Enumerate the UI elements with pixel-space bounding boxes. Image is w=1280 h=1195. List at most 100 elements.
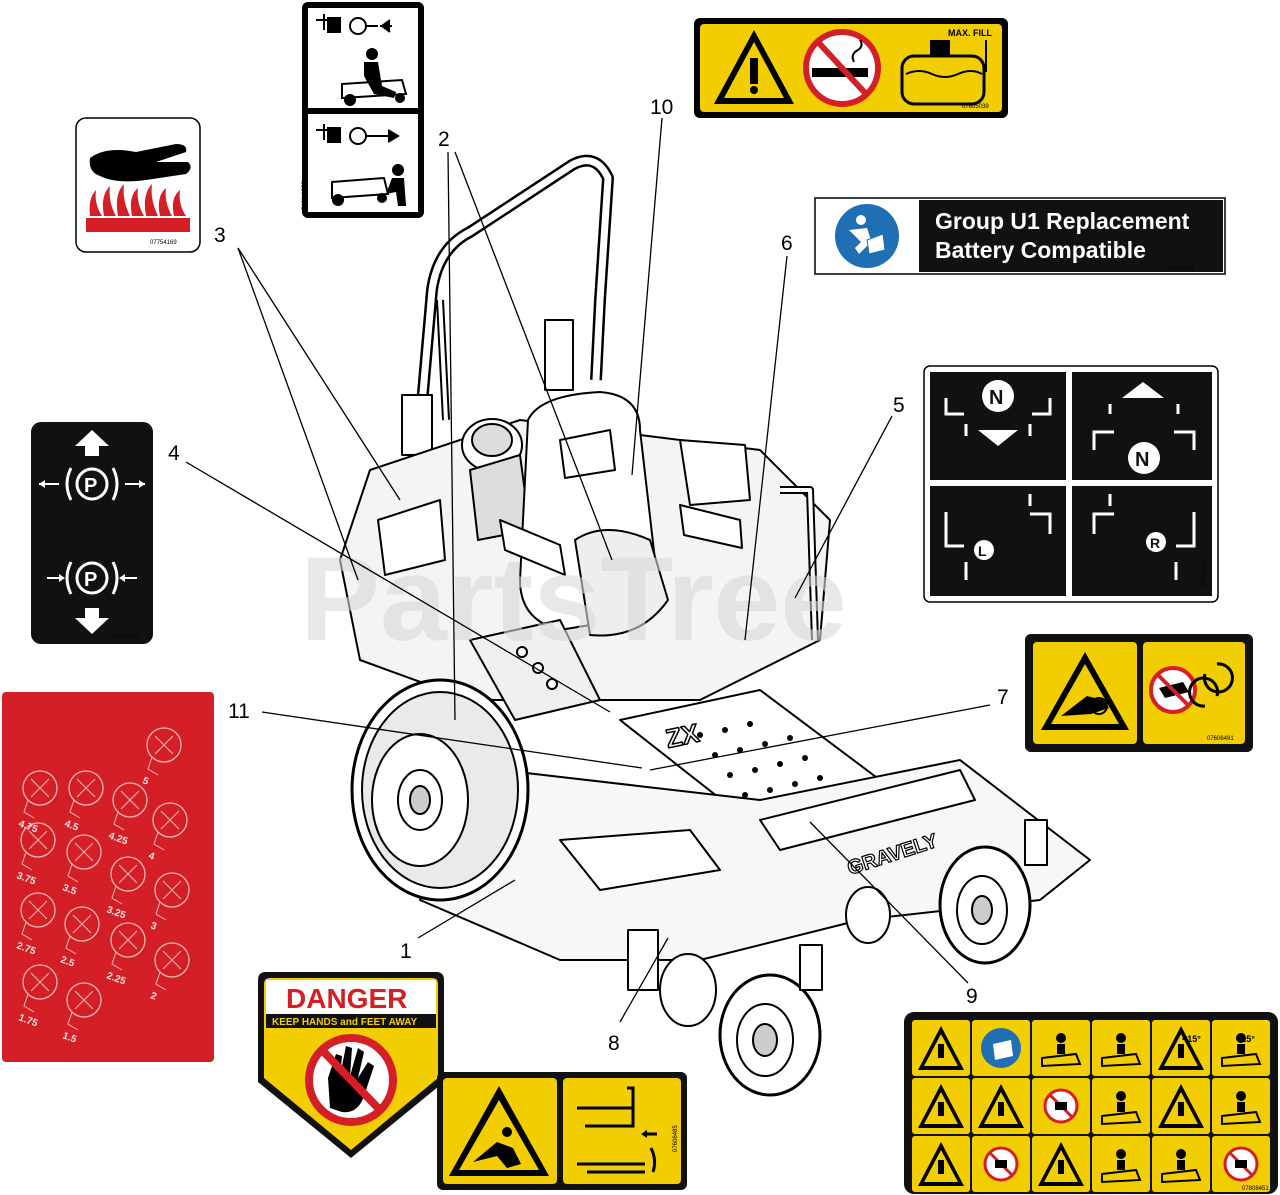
no-passenger-icon: [972, 1136, 1030, 1192]
slope-warning-icon: [1152, 1020, 1210, 1076]
height-circle: [110, 922, 146, 958]
callout-8: 8: [608, 1032, 620, 1055]
callout-3: 3: [214, 224, 226, 247]
height-leader: [153, 831, 165, 851]
cross-mark: [162, 950, 182, 970]
cross-mark: [28, 900, 48, 920]
callout-11: 11: [228, 700, 250, 723]
warning-icon: [912, 1020, 970, 1076]
safety-icon-grid: [912, 1020, 1270, 1192]
cross-mark: [162, 880, 182, 900]
foot-injury-icon: [1092, 1078, 1150, 1134]
no-fire-icon: [1212, 1136, 1270, 1192]
svg-text:P: P: [84, 569, 97, 591]
reverse-arrow-icon: [978, 430, 1018, 446]
thrown-object-icon: [972, 1078, 1030, 1134]
callout-1: 1: [400, 940, 412, 963]
height-circle: [112, 782, 148, 818]
leader-2b: [454, 151, 613, 561]
decal-battery: Group U1 Replacement Battery Compatible …: [814, 197, 1226, 275]
cross-mark: [30, 778, 50, 798]
height-leader: [155, 971, 167, 991]
leader-6: [744, 255, 788, 641]
dismount-icon: [331, 164, 406, 206]
battery-line-2: Battery Compatible: [935, 237, 1146, 263]
callout-6: 6: [781, 232, 793, 255]
height-leader: [147, 756, 159, 776]
obstacle-icon: [1092, 1136, 1150, 1192]
part-number: 07500336: [1167, 266, 1194, 272]
danger-subtitle: KEEP HANDS and FEET AWAY: [272, 1017, 418, 1028]
svg-text:L: L: [978, 543, 987, 559]
leader-5: [794, 415, 893, 599]
part-number: 07606485: [673, 1125, 679, 1152]
keep-away-icon: [1152, 1078, 1210, 1134]
cross-mark: [30, 972, 50, 992]
height-leader: [155, 901, 167, 921]
leader-3b: [237, 247, 359, 581]
hand-icon: [89, 144, 191, 182]
decal-belt-guard: 07606491: [1025, 634, 1253, 752]
decal-foot-warning: 07606485: [437, 1072, 687, 1190]
height-circle: [154, 942, 190, 978]
foot-platform-icon: [577, 1086, 657, 1174]
slope-limit-1: <15°: [1182, 1034, 1201, 1044]
rollover-icon: [912, 1078, 970, 1134]
no-smoking-icon: [803, 29, 881, 107]
callout-7: 7: [997, 686, 1009, 709]
callout-2: 2: [438, 128, 450, 151]
cross-mark: [76, 778, 96, 798]
read-manual-icon: [972, 1020, 1030, 1076]
leader-7: [649, 704, 991, 771]
part-number: 07754169: [150, 240, 177, 246]
park-brake-released-icon: P: [39, 467, 145, 501]
leader-3a: [237, 247, 401, 501]
decal-danger: DANGER KEEP HANDS and FEET AWAY: [258, 972, 444, 1158]
cross-mark: [154, 735, 174, 755]
height-circle: [110, 856, 146, 892]
watermark: PartsTree: [300, 532, 847, 666]
leader-10: [631, 117, 663, 476]
neutral-icon: [982, 380, 1014, 412]
height-label: 2.5: [59, 954, 76, 969]
svg-text:N: N: [1135, 449, 1149, 471]
zero-turn-mower-drawing: ZX GRAVELY: [339, 154, 1091, 1097]
height-label: 1.5: [61, 1030, 78, 1045]
height-circle: [68, 770, 104, 806]
decal-safety-instructions: <15° <15° 07808451: [904, 1012, 1278, 1194]
leader-9: [809, 821, 969, 984]
no-hand-icon: [305, 1034, 397, 1126]
height-circle: [66, 982, 102, 1018]
decal-hot-surface: 07754169: [75, 117, 201, 253]
pto-engaged-icon: [316, 14, 392, 35]
part-number: 07808451: [1242, 1186, 1269, 1192]
cross-mark: [74, 990, 94, 1010]
decal-steering-controls: N N L R 07737039: [923, 365, 1219, 603]
height-leader: [21, 921, 33, 941]
cross-mark: [120, 790, 140, 810]
tipping-icon: [1032, 1136, 1090, 1192]
height-leader: [23, 993, 35, 1013]
height-leader: [67, 1011, 79, 1031]
no-hands-icon: [1032, 1078, 1090, 1134]
decal-fuel-warning: MAX. FILL 07805039: [694, 18, 1008, 118]
height-circle: [64, 906, 100, 942]
height-label: 2: [149, 990, 158, 1002]
cross-mark: [118, 864, 138, 884]
part-number: 5461-1259: [302, 181, 308, 210]
forward-arrow-icon: [1122, 382, 1164, 398]
cross-mark: [74, 842, 94, 862]
height-leader: [21, 851, 33, 871]
height-label: 4.5: [63, 818, 80, 833]
read-manual-icon: [835, 204, 899, 268]
park-brake-engaged-icon: P: [47, 561, 137, 595]
height-circle: [20, 822, 56, 858]
height-leader: [69, 799, 81, 819]
height-leader: [111, 951, 123, 971]
danger-title: DANGER: [286, 983, 407, 1014]
slope-limit-2: <15°: [1236, 1034, 1255, 1044]
height-circle: [146, 727, 182, 763]
decal-operator-control: 5461-1259: [302, 2, 424, 218]
